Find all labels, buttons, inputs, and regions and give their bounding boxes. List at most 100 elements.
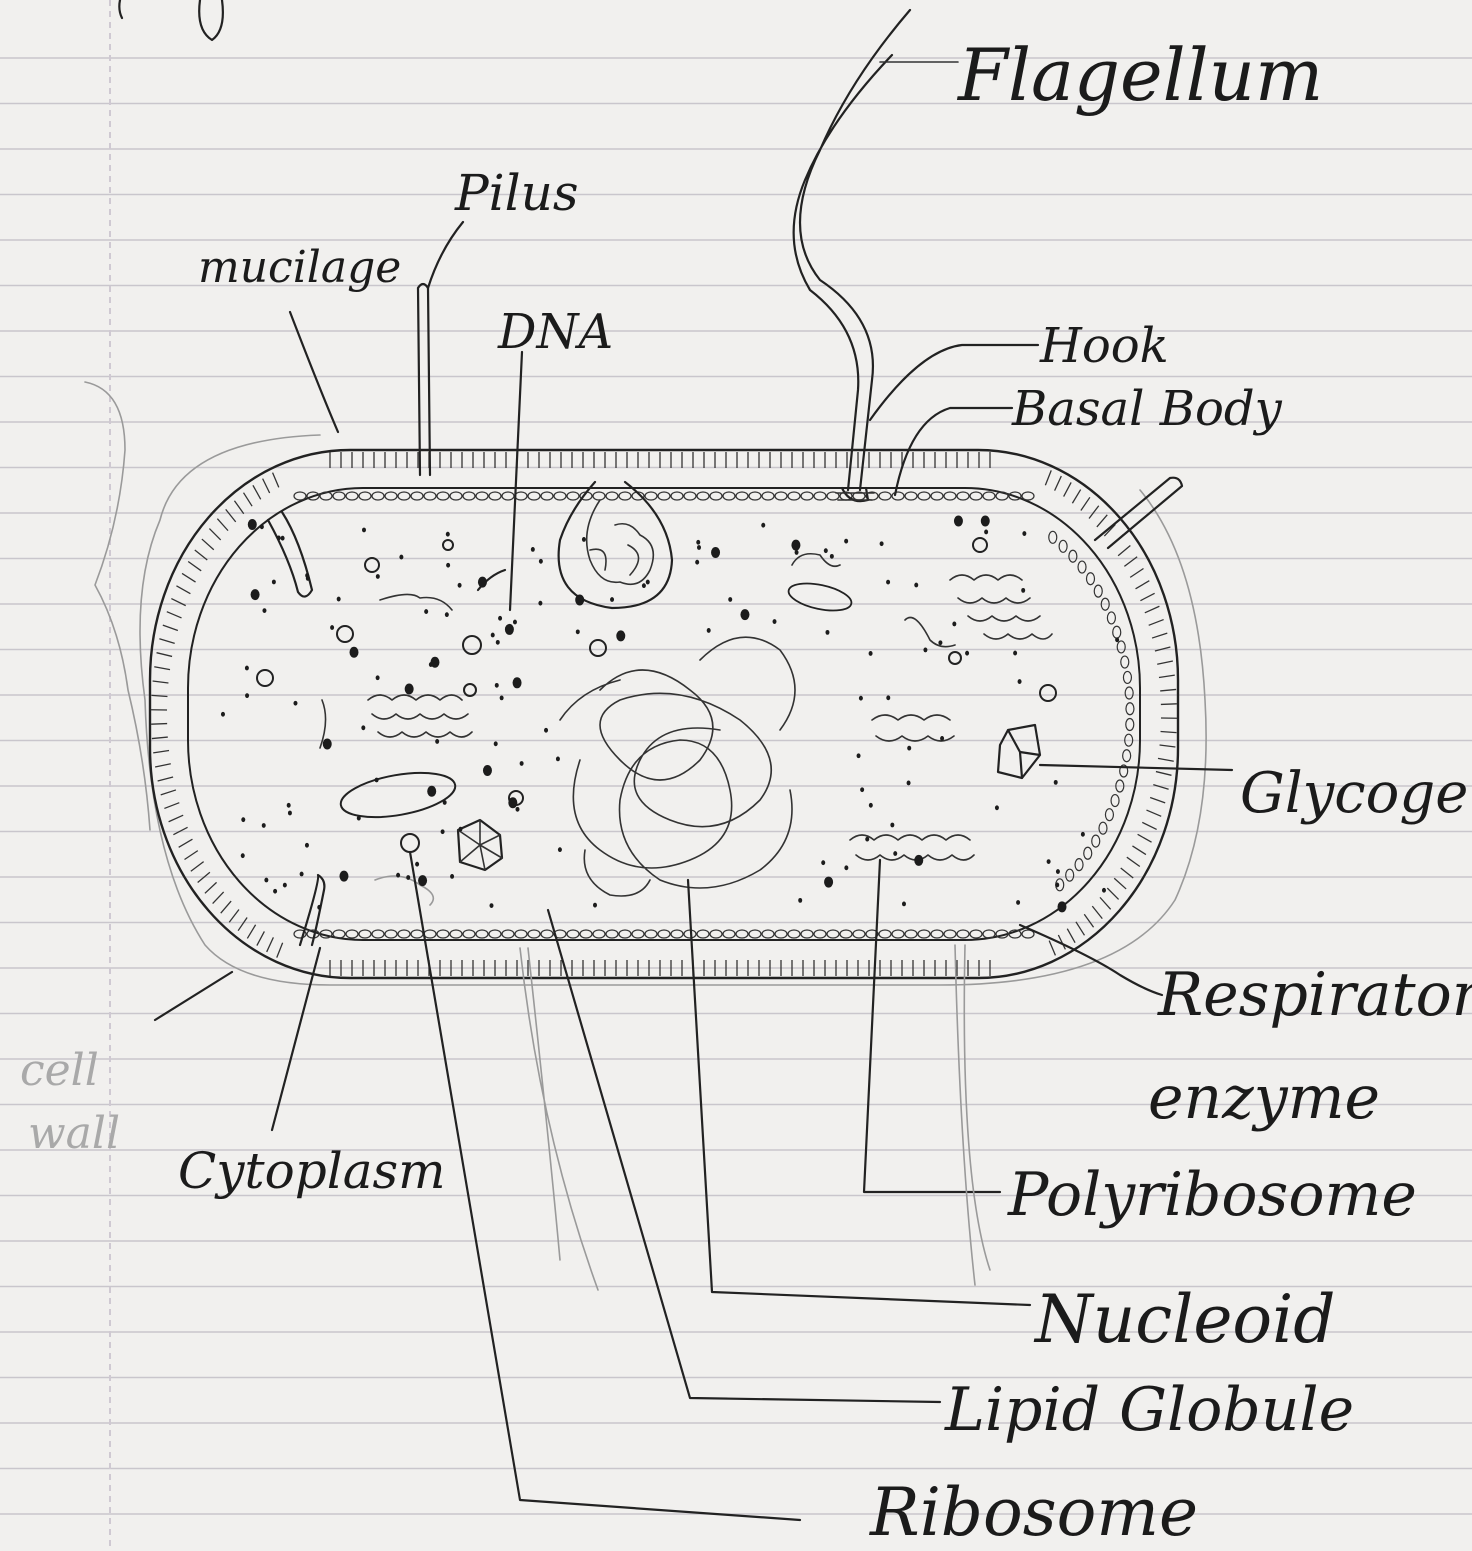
mucilage-leader [290,312,338,432]
enzyme-bead [593,930,605,938]
cytoplasm-leader [272,948,320,1130]
granule-dot [446,532,450,537]
granule-dot [415,862,419,867]
granule-dot [646,580,650,585]
label-ribosome: Ribosome [869,1474,1198,1551]
enzyme-bead [749,492,761,500]
granule-dot [795,550,799,555]
granule-dot [824,548,828,553]
granule-dot [406,875,410,880]
pencil-strands [520,945,990,1290]
granule-dot [441,829,445,834]
enzyme-bead [515,492,527,500]
granule-dot [907,781,911,786]
mucilage-capsule [140,435,1206,985]
granule-dot [886,695,890,700]
granule-dot [907,746,911,751]
enzyme-bead [918,492,930,500]
enzyme-bead [463,492,475,500]
enzyme-bead [1123,750,1131,762]
enzyme-bead [684,492,696,500]
wall-hatch-mark [1145,606,1160,613]
wall-hatch-mark [188,562,201,571]
lipid-globule-ellipse [337,765,458,825]
granule-dot [489,903,493,908]
enzyme-bead [1105,809,1113,821]
granule-dot [857,753,861,758]
enzyme-bead [606,930,618,938]
granule-dot [221,712,225,717]
granule-dot [824,877,833,888]
enzyme-bead [645,492,657,500]
wall-hatch-mark [176,586,190,594]
granule-dot [798,898,802,903]
granule-dot [697,545,701,550]
enzyme-bead [1094,585,1102,597]
granule-dot [478,577,487,588]
granule-dot [859,696,863,701]
granule-dot [241,817,245,822]
granule-dot [418,875,427,886]
wall-hatch-mark [1081,497,1090,510]
granule-dot [330,625,334,630]
granule-dot [430,657,439,668]
granule-dot [981,516,990,527]
wall-hatch-mark [1100,897,1111,909]
enzyme-bead [372,930,384,938]
granule-dot [505,624,514,635]
nucleoid [560,637,795,896]
granule-dot [281,536,285,541]
wall-hatch-mark [155,764,171,767]
wall-hatch-mark [153,750,169,752]
wall-hatch-mark [234,501,243,514]
granule-dot [954,515,963,526]
granule-dot [1021,588,1025,593]
wall-hatch-mark [238,917,247,930]
enzyme-bead [892,930,904,938]
enzyme-bead [1086,573,1094,585]
pilus-leader [428,222,463,288]
wall-hatch-mark [1097,515,1107,527]
granule-dot [494,741,498,746]
enzyme-bead [762,492,774,500]
enzyme-bead [593,492,605,500]
granule-dot [902,902,906,907]
granule-dot [317,905,321,910]
enzyme-bead [515,930,527,938]
enzyme-bead [619,930,631,938]
enzyme-bead [398,492,410,500]
enzyme-bead [359,930,371,938]
enzyme-bead [372,492,384,500]
wall-hatch-mark [1089,506,1099,519]
wall-hatch-mark [179,839,193,847]
enzyme-bead [411,930,423,938]
wall-hatch-mark [159,639,174,644]
enzyme-bead [1078,561,1086,573]
plasma-membrane [188,488,1140,940]
wall-hatch-mark [253,485,261,499]
wall-hatch-mark [1092,906,1102,918]
label-cytoplasm: Cytoplasm [178,1142,446,1200]
granule-dot [446,563,450,568]
wall-hatch-mark [1142,822,1156,829]
wall-hatch-mark [1138,834,1152,842]
granule-dot [1022,531,1026,536]
granule-dot [361,725,365,730]
granule-dot [1016,900,1020,905]
label-basal-body: Basal Body [1011,381,1283,437]
lipid-globule-leader [548,910,940,1402]
enzyme-bead [671,930,683,938]
granule-dot [498,616,502,621]
granule-dot [821,860,825,865]
wall-hatch-mark [185,851,198,860]
granule-dot [791,540,800,551]
enzyme-bead [671,492,683,500]
wall-hatch-mark [217,519,228,531]
enzyme-bead [411,492,423,500]
enzyme-bead [567,492,579,500]
wall-hatch-mark [163,625,178,630]
granule-dot [869,803,873,808]
enzyme-bead [814,492,826,500]
granule-dot [1081,832,1085,837]
